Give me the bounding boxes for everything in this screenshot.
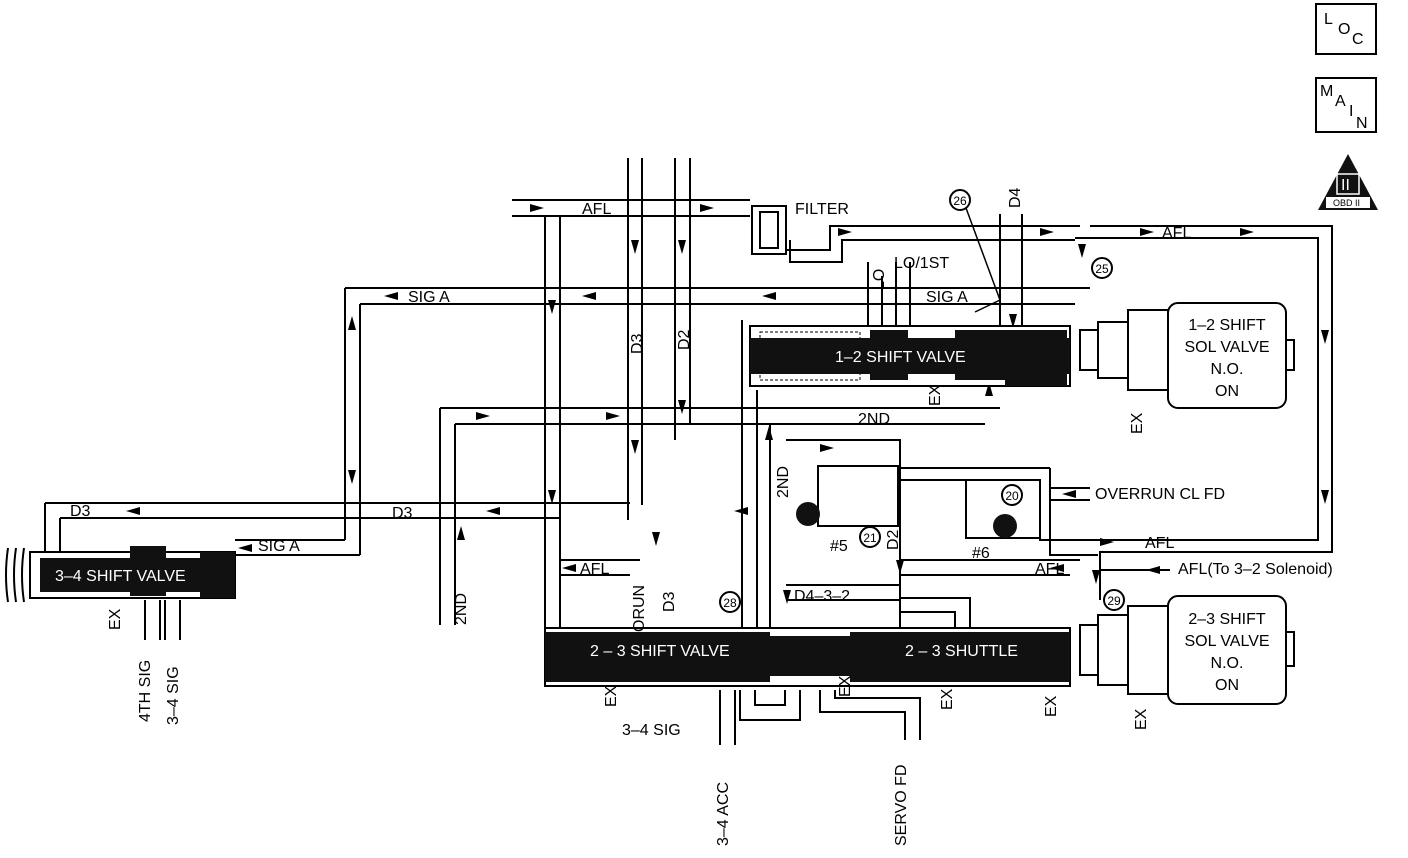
orifice-28: 28 (719, 591, 741, 613)
label-ex-shuttle-right: EX (1043, 695, 1060, 717)
orifice-29: 29 (1103, 589, 1125, 611)
svg-text:2–3 SHIFT: 2–3 SHIFT (1188, 611, 1266, 628)
svg-text:A: A (1335, 93, 1346, 110)
svg-text:O: O (1338, 21, 1350, 38)
svg-text:20: 20 (1005, 489, 1019, 503)
label-d3-lower: D3 (661, 591, 678, 612)
label-afl-to-solenoid: AFL(To 3–2 Solenoid) (1178, 561, 1333, 578)
svg-text:I: I (1349, 103, 1353, 120)
label-afl-right: AFL (1162, 225, 1191, 242)
label-d3-mid: D3 (392, 505, 413, 522)
svg-text:M: M (1320, 83, 1333, 100)
flow-arrows (126, 204, 1329, 644)
svg-text:25: 25 (1095, 262, 1109, 276)
label-orun: ORUN (631, 585, 648, 632)
label-3-4-sig-bottom: 3–4 SIG (622, 722, 681, 739)
label-2nd-top: 2ND (858, 411, 890, 428)
label-lo: LO (871, 269, 888, 290)
label-3-4-sig-left: 3–4 SIG (165, 666, 182, 725)
svg-text:ON: ON (1215, 677, 1239, 694)
label-d3-left: D3 (70, 503, 91, 520)
shuttle-2-3-label: 2 – 3 SHUTTLE (905, 643, 1018, 660)
label-ex-23-left: EX (603, 685, 620, 707)
check-ball-5 (796, 465, 899, 527)
svg-text:21: 21 (863, 531, 877, 545)
solenoid-1-2: 1–2 SHIFT SOL VALVE N.O. ON (1079, 302, 1295, 409)
orifice-26-leader (965, 207, 1001, 313)
svg-text:1–2 SHIFT: 1–2 SHIFT (1188, 317, 1266, 334)
svg-text:1–2 SHIFT VALVE: 1–2 SHIFT VALVE (835, 349, 966, 366)
orifice-20: 20 (1001, 484, 1023, 506)
pipes (44, 158, 1333, 745)
label-servo-fd: SERVO FD (893, 765, 910, 847)
orifice-21: 21 (859, 526, 881, 548)
label-sig-a-34: SIG A (258, 538, 300, 555)
label-3-4-acc: 3–4 ACC (715, 782, 732, 846)
svg-text:N.O.: N.O. (1211, 655, 1244, 672)
label-sig-a-top: SIG A (408, 289, 450, 306)
label-afl-top: AFL (582, 201, 611, 218)
label-filter: FILTER (795, 201, 849, 218)
svg-text:C: C (1352, 31, 1364, 48)
obd-ii-button[interactable]: II OBD II (1318, 154, 1378, 210)
spring-34 (5, 547, 25, 603)
label-lo-1st: LO/1ST (894, 255, 949, 272)
label-afl-mid: AFL (1035, 561, 1064, 578)
svg-text:N.O.: N.O. (1211, 361, 1244, 378)
svg-text:ON: ON (1215, 383, 1239, 400)
svg-text:L: L (1324, 11, 1333, 28)
svg-text:II: II (1341, 177, 1350, 194)
label-sig-a-12: SIG A (926, 289, 968, 306)
label-ex-23-mid: EX (837, 675, 854, 697)
label-afl-left: AFL (580, 561, 609, 578)
circuit-labels: AFL FILTER AFL SIG A SIG A LO/1ST LO D4 … (70, 187, 1333, 846)
svg-text:26: 26 (953, 194, 967, 208)
label-d3-vertical: D3 (629, 333, 646, 354)
label-afl-sol: AFL (1145, 535, 1174, 552)
svg-text:28: 28 (723, 596, 737, 610)
check-ball-6 (965, 479, 1041, 539)
label-overrun-cl-fd: OVERRUN CL FD (1095, 486, 1225, 503)
svg-text:SOL VALVE: SOL VALVE (1184, 633, 1269, 650)
label-2nd-vertical: 2ND (775, 466, 792, 498)
label-ex-shuttle: EX (939, 688, 956, 710)
shift-valve-2-3: 2 – 3 SHIFT VALVE 2 – 3 SHUTTLE (544, 627, 1071, 687)
label-2nd-left: 2ND (453, 593, 470, 625)
shift-valve-3-4: 3–4 SHIFT VALVE (5, 546, 236, 603)
loc-button[interactable]: L O C (1315, 3, 1377, 55)
svg-text:OBD II: OBD II (1333, 198, 1360, 208)
svg-text:N: N (1356, 115, 1368, 132)
label-ex-sol23: EX (1133, 708, 1150, 730)
label-d2-vertical: D2 (676, 329, 693, 350)
label-d4-3-2: D4–3–2 (794, 588, 850, 605)
label-check-5: #5 (830, 538, 848, 555)
label-d4: D4 (1007, 187, 1024, 208)
filter-icon (751, 205, 787, 255)
solenoid-2-3: 2–3 SHIFT SOL VALVE N.O. ON (1079, 595, 1295, 705)
orifice-25: 25 (1091, 257, 1113, 279)
label-ex-12: EX (927, 384, 944, 406)
label-d2-small: D2 (885, 529, 902, 550)
main-button[interactable]: M A I N (1315, 77, 1377, 133)
label-ex-34: EX (107, 608, 124, 630)
label-4th-sig: 4TH SIG (137, 660, 154, 722)
label-ex-sol12: EX (1129, 412, 1146, 434)
svg-text:2 – 3 SHIFT VALVE: 2 – 3 SHIFT VALVE (590, 643, 730, 660)
svg-text:SOL VALVE: SOL VALVE (1184, 339, 1269, 356)
shift-valve-1-2: 1–2 SHIFT VALVE (749, 325, 1071, 387)
svg-text:3–4 SHIFT VALVE: 3–4 SHIFT VALVE (55, 568, 186, 585)
orifice-26: 26 (949, 189, 971, 211)
svg-text:29: 29 (1107, 594, 1121, 608)
label-check-6: #6 (972, 545, 990, 562)
